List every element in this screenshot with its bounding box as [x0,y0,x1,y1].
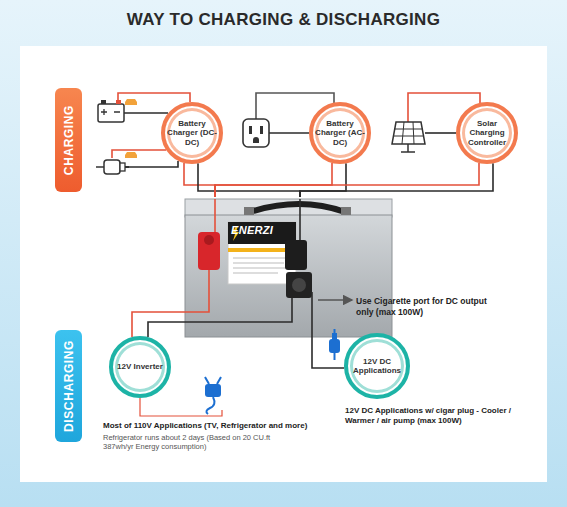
node-text: 12V Inverter [117,362,163,371]
section-tag: CHARGING [55,88,82,192]
wire-connector [312,337,344,368]
application-note: Most of 110V Applications (TV, Refrigera… [103,421,343,431]
callout-note: Use Cigarette port for DC output only (m… [356,296,491,317]
wire [215,163,332,197]
node-text: ENERZI [231,224,273,236]
cigar-plug-icon [329,329,340,360]
wire [312,337,344,368]
node-text: Battery Charger (DC-DC) [167,119,217,147]
inverter-circle: 12V Inverter [109,336,171,398]
node-text: 12V DC Applications [350,357,404,375]
wire-connector [184,163,300,197]
charger-circle: Battery Charger (AC-DC) [309,102,371,164]
section-tag: DISCHARGING [55,330,82,442]
wire [300,163,346,197]
wire [198,163,300,197]
title: WAY TO CHARGING & DISCHARGING [0,10,567,30]
wire-connector [215,163,346,197]
charger-circle: Battery Charger (DC-DC) [161,102,223,164]
controller-circle: Solar Charging Controller [456,102,518,164]
wire [215,163,479,197]
wire-connector [132,312,185,337]
wire [132,312,185,337]
wire [184,163,215,197]
cigarette-plug-icon [96,150,178,174]
wire [300,163,493,197]
node-text: DISCHARGING [62,340,76,432]
node-text: CHARGING [62,105,76,175]
node-text: Solar Charging Controller [462,119,512,147]
application-circle: 12V DC Applications [344,333,410,399]
node-text: Battery Charger (AC-DC) [315,119,365,147]
application-note: 12V DC Applications w/ cigar plug - Cool… [345,406,520,426]
wire [148,322,185,337]
runtime-note: Refrigerator runs about 2 days (Based on… [103,433,281,452]
wire-connector [215,163,493,197]
